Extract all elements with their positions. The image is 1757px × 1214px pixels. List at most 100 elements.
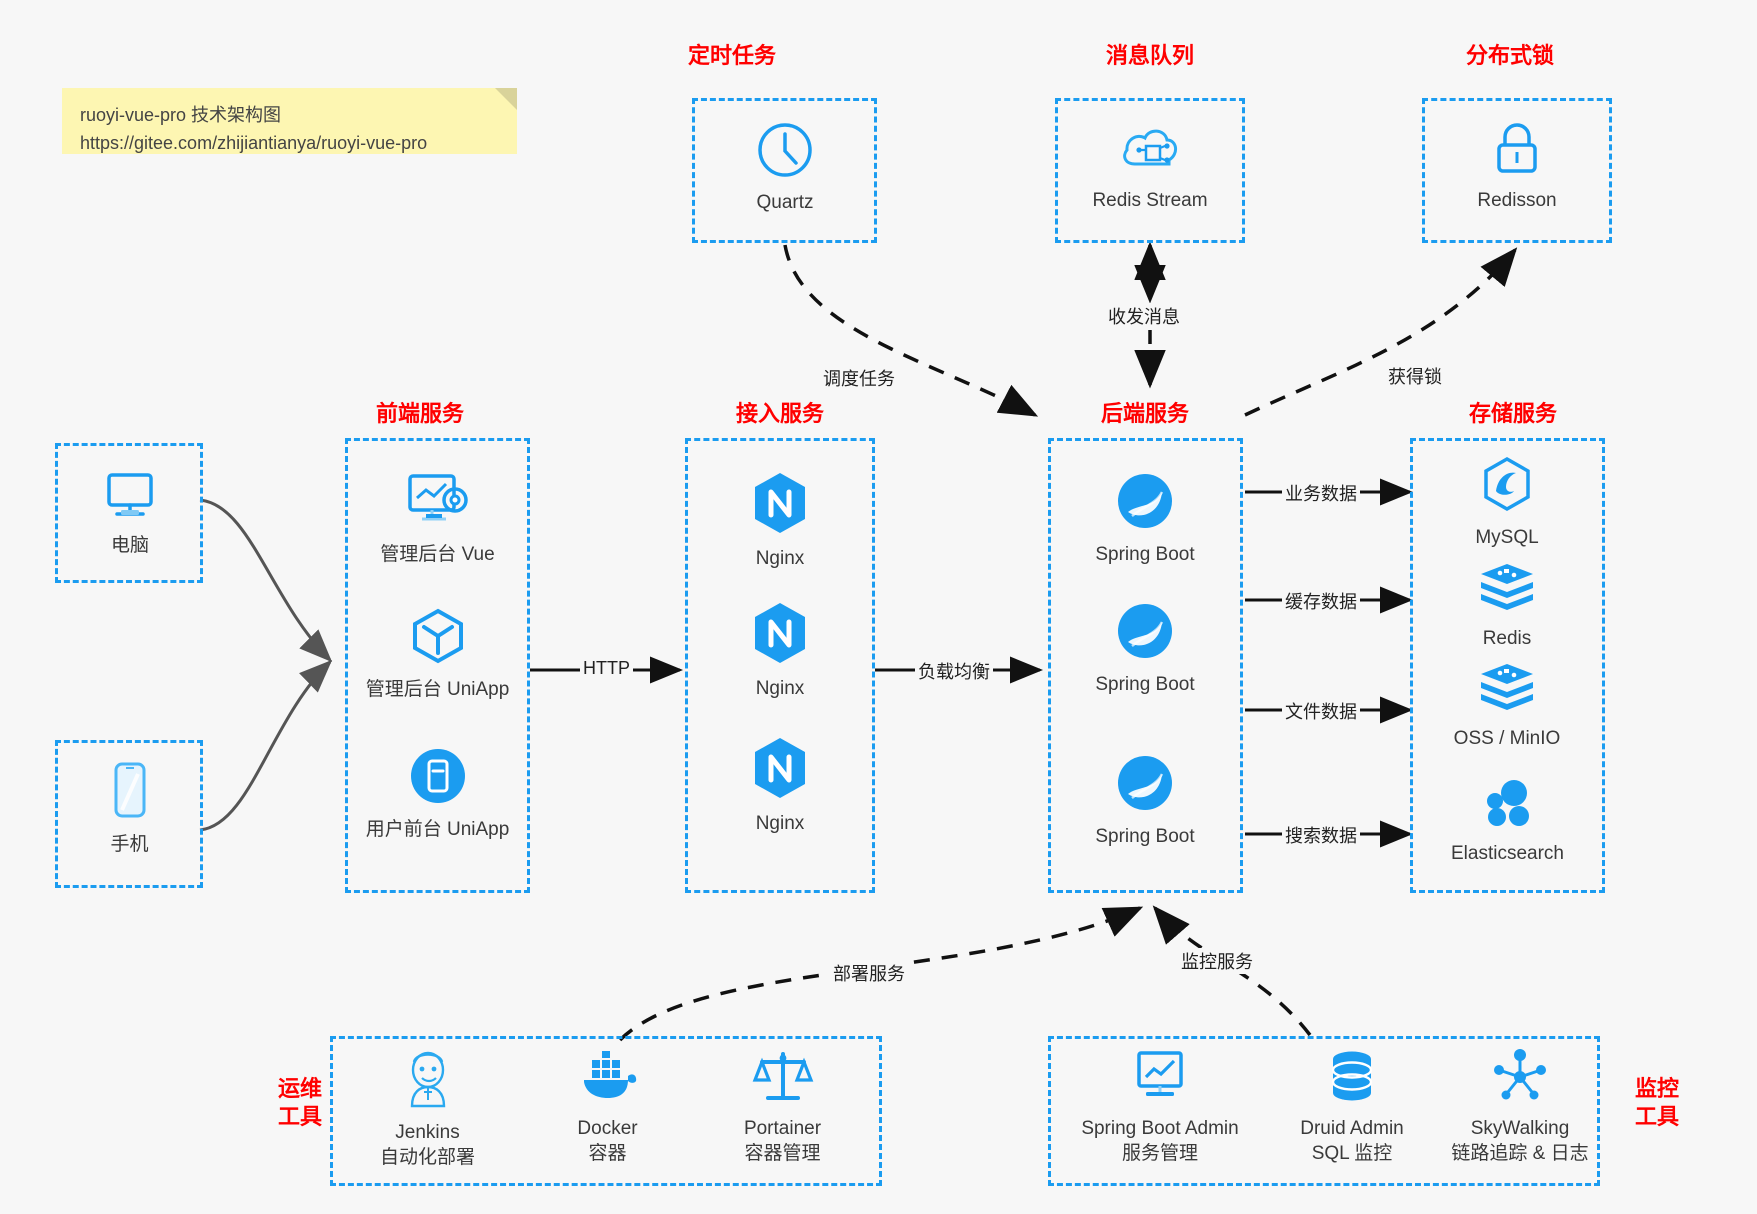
scales-icon xyxy=(752,1048,814,1111)
nginx-icon xyxy=(749,470,811,541)
node-sublabel: 容器 xyxy=(588,1142,627,1164)
node-nginx-2[interactable]: Nginx xyxy=(710,600,850,702)
group-title-storage: 存储服务 xyxy=(1468,401,1557,426)
desktop-icon xyxy=(99,465,161,528)
node-admin-uniapp[interactable]: 管理后台 UniApp xyxy=(350,605,525,703)
database-icon xyxy=(1323,1048,1381,1111)
node-sublabel: 容器管理 xyxy=(744,1142,821,1164)
edge-label-schedule-task: 调度任务 xyxy=(820,365,898,391)
group-mq xyxy=(1055,98,1245,243)
app-icon xyxy=(407,745,469,812)
node-label: Elasticsearch xyxy=(1451,843,1564,864)
group-pc xyxy=(55,443,203,583)
node-label: SkyWalking xyxy=(1470,1118,1570,1139)
node-spring-boot-admin[interactable]: Spring Boot Admin 服务管理 xyxy=(1060,1048,1260,1166)
node-redisson[interactable]: Redisson xyxy=(1467,118,1567,214)
docker-icon xyxy=(576,1048,640,1111)
node-label: Nginx xyxy=(755,678,805,699)
node-label: Spring Boot Admin xyxy=(1081,1118,1239,1139)
edge-label-http: HTTP xyxy=(580,658,633,679)
node-druid-admin[interactable]: Druid Admin SQL 监控 xyxy=(1272,1048,1432,1166)
spring-icon xyxy=(1114,470,1176,537)
node-label: 管理后台 Vue xyxy=(380,544,495,565)
node-label: Druid Admin xyxy=(1300,1118,1404,1139)
node-label: Spring Boot xyxy=(1095,674,1195,695)
node-pc[interactable]: 电脑 xyxy=(85,465,175,559)
note-fold-icon xyxy=(495,88,517,110)
group-title-monitor: 监控 工具 xyxy=(1634,1076,1679,1129)
node-label: Quartz xyxy=(756,192,814,213)
group-title-devops: 运维 工具 xyxy=(277,1076,322,1129)
group-title-backend: 后端服务 xyxy=(1100,401,1189,426)
node-label: Docker xyxy=(577,1118,638,1139)
elasticsearch-icon xyxy=(1478,775,1538,836)
edge-label-business-data: 业务数据 xyxy=(1282,480,1360,506)
node-label: MySQL xyxy=(1475,527,1539,548)
group-title-gateway: 接入服务 xyxy=(735,401,824,426)
node-label: 管理后台 UniApp xyxy=(365,679,510,700)
edge-label-send-receive: 收发消息 xyxy=(1105,303,1183,329)
note-title: ruoyi-vue-pro 技术架构图 xyxy=(80,105,282,125)
edge-label-file-data: 文件数据 xyxy=(1282,698,1360,724)
edge-label-acquire-lock: 获得锁 xyxy=(1385,363,1445,389)
node-spring-3[interactable]: Spring Boot xyxy=(1070,752,1220,850)
node-redis[interactable]: Redis xyxy=(1432,560,1582,652)
node-label: Spring Boot xyxy=(1095,826,1195,847)
node-label: Nginx xyxy=(755,813,805,834)
redis-icon xyxy=(1476,660,1538,721)
node-sublabel: SQL 监控 xyxy=(1311,1142,1393,1164)
dashboard-icon xyxy=(402,470,474,537)
spring-icon xyxy=(1114,600,1176,667)
node-oss[interactable]: OSS / MinIO xyxy=(1432,660,1582,752)
edge-label-search-data: 搜索数据 xyxy=(1282,822,1360,848)
node-docker[interactable]: Docker 容器 xyxy=(525,1048,690,1166)
nginx-icon xyxy=(749,600,811,671)
group-devops xyxy=(330,1036,882,1186)
group-storage xyxy=(1410,438,1605,893)
group-phone xyxy=(55,740,203,888)
node-sublabel: 链路追踪 & 日志 xyxy=(1451,1142,1589,1164)
node-nginx-1[interactable]: Nginx xyxy=(710,470,850,572)
group-title-mq: 消息队列 xyxy=(1105,43,1194,68)
group-monitor xyxy=(1048,1036,1600,1186)
node-label: Spring Boot xyxy=(1095,544,1195,565)
group-title-frontend: 前端服务 xyxy=(375,401,464,426)
note-url: https://gitee.com/zhijiantianya/ruoyi-vu… xyxy=(80,132,428,153)
node-portainer[interactable]: Portainer 容器管理 xyxy=(700,1048,865,1166)
spring-icon xyxy=(1114,752,1176,819)
edge-label-monitor-service: 监控服务 xyxy=(1178,948,1256,974)
monitor-chart-icon xyxy=(1129,1048,1191,1111)
mobile-icon xyxy=(108,760,152,827)
node-sublabel: 服务管理 xyxy=(1121,1142,1198,1164)
node-label: Redis xyxy=(1482,628,1532,649)
node-label: 电脑 xyxy=(110,535,149,556)
node-jenkins[interactable]: Jenkins 自动化部署 xyxy=(345,1048,510,1170)
node-redis-stream[interactable]: Redis Stream xyxy=(1090,120,1210,214)
node-elasticsearch[interactable]: Elasticsearch xyxy=(1425,775,1590,867)
node-label: Portainer xyxy=(743,1118,822,1139)
node-admin-vue[interactable]: 管理后台 Vue xyxy=(350,470,525,568)
node-quartz[interactable]: Quartz xyxy=(737,120,833,216)
group-scheduler xyxy=(692,98,877,243)
node-sublabel: 自动化部署 xyxy=(379,1146,475,1168)
node-mysql[interactable]: MySQL xyxy=(1432,455,1582,551)
clock-icon xyxy=(755,120,815,185)
node-nginx-3[interactable]: Nginx xyxy=(710,735,850,837)
group-backend xyxy=(1048,438,1243,893)
node-label: Redisson xyxy=(1477,190,1557,211)
group-lock xyxy=(1422,98,1612,243)
node-user-uniapp[interactable]: 用户前台 UniApp xyxy=(350,745,525,843)
node-label: OSS / MinIO xyxy=(1453,728,1561,749)
node-spring-2[interactable]: Spring Boot xyxy=(1070,600,1220,698)
node-label: 用户前台 UniApp xyxy=(365,819,510,840)
node-phone[interactable]: 手机 xyxy=(92,760,167,858)
node-skywalking[interactable]: SkyWalking 链路追踪 & 日志 xyxy=(1430,1048,1610,1166)
group-frontend xyxy=(345,438,530,893)
info-note: ruoyi-vue-pro 技术架构图 https://gitee.com/zh… xyxy=(62,88,517,154)
network-icon xyxy=(1490,1048,1550,1111)
node-label: 手机 xyxy=(110,834,149,855)
node-label: Redis Stream xyxy=(1092,190,1208,211)
redis-icon xyxy=(1476,560,1538,621)
node-spring-1[interactable]: Spring Boot xyxy=(1070,470,1220,568)
